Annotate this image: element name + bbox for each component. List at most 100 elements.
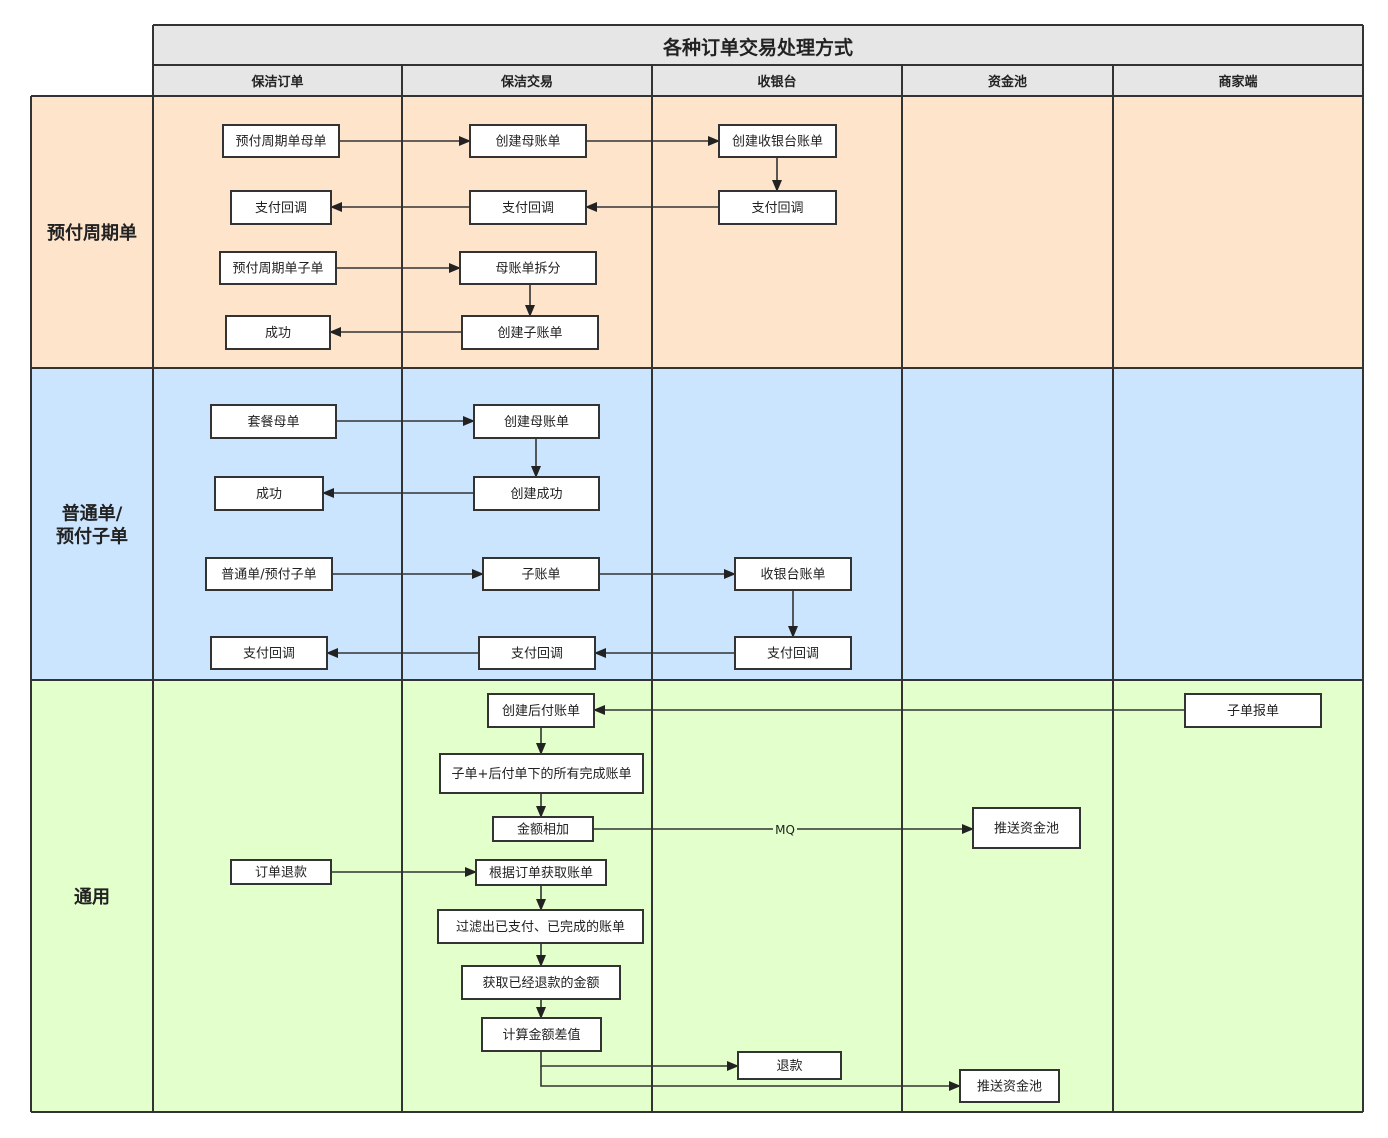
- flow-node-n26: 订单退款: [230, 859, 332, 885]
- column-header: 收银台: [757, 74, 796, 90]
- flow-node-n24: 金额相加: [492, 816, 594, 842]
- flow-node-label: 母账单拆分: [495, 262, 560, 277]
- column-header: 资金池: [988, 74, 1027, 90]
- flow-node-box: [481, 1017, 602, 1052]
- flow-node-label: 普通单/预付子单: [221, 568, 316, 583]
- flow-node-box: [230, 190, 332, 225]
- flow-node-label: 预付周期单子单: [232, 262, 323, 277]
- flow-node-label: 收银台账单: [760, 568, 825, 583]
- lane-header: 预付周期单: [47, 222, 137, 244]
- flow-node-box: [718, 190, 837, 225]
- diagram-title: 各种订单交易处理方式: [662, 36, 853, 59]
- flow-node-n9: 创建子账单: [461, 315, 599, 350]
- flow-node-n23: 子单+后付单下的所有完成账单: [439, 753, 644, 794]
- flow-node-label: 子单+后付单下的所有完成账单: [452, 766, 632, 782]
- column-header: 商家端: [1218, 74, 1257, 90]
- flow-node-label: 创建母账单: [504, 415, 569, 430]
- column-header: 保洁订单: [250, 74, 303, 90]
- flow-node-n4: 支付回调: [230, 190, 332, 225]
- flow-node-box: [205, 557, 333, 591]
- flow-node-n32: 推送资金池: [959, 1069, 1060, 1103]
- flow-node-box: [214, 476, 324, 511]
- flow-node-box: [718, 124, 837, 158]
- flow-node-box: [210, 636, 328, 670]
- flow-node-label: 支付回调: [255, 201, 307, 216]
- flow-node-n29: 获取已经退款的金额: [461, 965, 621, 1000]
- flow-node-label: 退款: [776, 1059, 802, 1074]
- flow-node-n10: 成功: [225, 315, 331, 350]
- flow-node-box: [219, 251, 337, 285]
- flow-node-box: [1184, 693, 1322, 728]
- flow-node-label: 支付回调: [751, 201, 803, 216]
- flow-node-box: [734, 557, 852, 591]
- flow-node-box: [734, 636, 852, 670]
- flow-node-n21: 创建后付账单: [487, 693, 595, 728]
- flow-node-n28: 过滤出已支付、已完成的账单: [437, 909, 644, 944]
- edge-label: MQ: [775, 823, 795, 837]
- flow-node-box: [475, 859, 607, 886]
- flow-node-label: 创建后付账单: [502, 704, 580, 719]
- flow-node-label: 支付回调: [502, 201, 554, 216]
- flow-node-label: 套餐母单: [247, 414, 299, 430]
- flow-node-n15: 普通单/预付子单: [205, 557, 333, 591]
- flow-node-box: [461, 965, 621, 1000]
- flow-node-label: 根据订单获取账单: [489, 866, 593, 881]
- flow-node-label: 预付周期单母单: [235, 135, 326, 150]
- lane-header: 普通单/: [62, 503, 123, 525]
- flow-node-label: 创建收银台账单: [732, 135, 823, 150]
- flow-node-label: 支付回调: [767, 647, 819, 662]
- flow-node-n12: 创建母账单: [473, 404, 600, 439]
- flow-node-box: [437, 909, 644, 944]
- flow-node-box: [469, 190, 587, 225]
- flow-node-box: [469, 124, 587, 158]
- flow-node-label: 子单报单: [1227, 704, 1279, 719]
- flow-node-label: 获取已经退款的金额: [482, 975, 599, 991]
- flow-node-n1: 预付周期单母单: [222, 124, 340, 158]
- flow-node-box: [959, 1069, 1060, 1103]
- flow-node-n11: 套餐母单: [210, 404, 337, 439]
- flow-node-box: [972, 807, 1081, 849]
- flow-node-n19: 支付回调: [478, 636, 596, 670]
- flow-node-label: 推送资金池: [994, 821, 1059, 837]
- flow-node-box: [461, 315, 599, 350]
- flow-node-box: [487, 693, 595, 728]
- column-header: 保洁交易: [500, 74, 553, 90]
- flow-edge-n24-n25: MQ: [593, 821, 974, 837]
- flow-node-box: [222, 124, 340, 158]
- flow-node-n7: 预付周期单子单: [219, 251, 337, 285]
- flow-node-label: 创建母账单: [495, 135, 560, 150]
- flow-node-n18: 支付回调: [210, 636, 328, 670]
- lane-background-3: [31, 680, 1363, 1112]
- lane-header: 预付子单: [56, 526, 128, 548]
- flow-node-n16: 子账单: [482, 557, 600, 591]
- flow-node-label: 订单退款: [255, 866, 307, 881]
- flow-node-n20: 支付回调: [734, 636, 852, 670]
- flow-node-n13: 成功: [214, 476, 324, 511]
- flow-node-n17: 收银台账单: [734, 557, 852, 591]
- flow-node-label: 创建成功: [510, 487, 562, 502]
- flow-node-n14: 创建成功: [473, 476, 600, 511]
- flow-edge-line: [540, 1066, 961, 1091]
- flow-node-label: 支付回调: [511, 647, 563, 662]
- flow-node-n6: 支付回调: [718, 190, 837, 225]
- flow-node-label: 支付回调: [243, 647, 295, 662]
- flow-node-label: 子账单: [521, 568, 560, 583]
- flow-node-box: [737, 1051, 842, 1080]
- flow-node-n27: 根据订单获取账单: [475, 859, 607, 886]
- flow-node-n22: 子单报单: [1184, 693, 1322, 728]
- flow-node-box: [439, 753, 644, 794]
- lane-header: 通用: [74, 887, 110, 908]
- flow-node-box: [492, 816, 594, 842]
- edge-label-bg: [773, 821, 797, 837]
- flow-node-n25: 推送资金池: [972, 807, 1081, 849]
- flow-node-n8: 母账单拆分: [459, 251, 597, 285]
- flow-node-box: [473, 476, 600, 511]
- flow-node-box: [225, 315, 331, 350]
- flow-node-n30: 计算金额差值: [481, 1017, 602, 1052]
- flow-edge-n30-n32: [540, 1066, 961, 1091]
- flow-node-label: 过滤出已支付、已完成的账单: [456, 919, 625, 935]
- flow-node-label: 推送资金池: [977, 1079, 1042, 1095]
- flow-node-box: [210, 404, 337, 439]
- title-bar: [153, 25, 1363, 65]
